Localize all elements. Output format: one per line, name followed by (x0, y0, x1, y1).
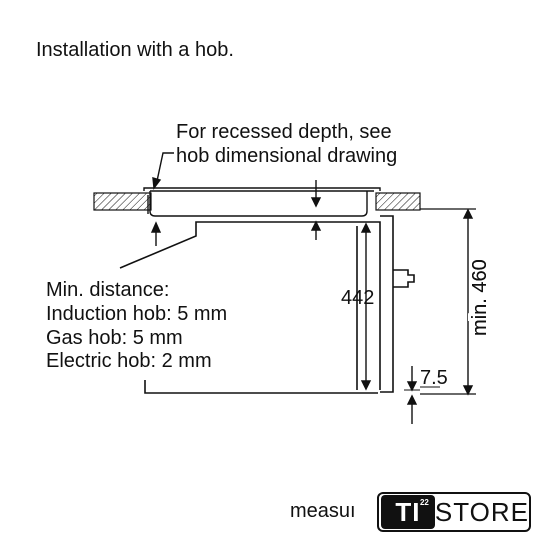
logo-ti-text: TI (395, 496, 421, 527)
logo-superscript: 22 (419, 498, 429, 507)
dimension-442 (360, 222, 372, 391)
hob-depth-arrows (150, 180, 322, 246)
logo-store-text: STORE (434, 496, 529, 527)
dimension-min-460 (462, 208, 474, 396)
diagram-title: Installation with a hob. (36, 39, 234, 61)
worktop-right (375, 192, 421, 211)
dimension-min-460-label: min. 460 (469, 259, 491, 336)
watermark-text: measuı (290, 500, 356, 522)
logo-ti-badge: TI 22 (381, 495, 435, 529)
dimension-442-label: 442 (341, 287, 374, 309)
min-distance-electric: Electric hob: 2 mm (46, 350, 212, 372)
callout-leader (152, 152, 174, 190)
store-logo: TI 22 STORE (377, 492, 531, 532)
min-distance-induction: Induction hob: 5 mm (46, 303, 227, 325)
hob (143, 187, 381, 217)
callout-line-2: hob dimensional drawing (176, 145, 397, 167)
dimension-7-5-label: 7.5 (420, 367, 448, 389)
dimension-min-460-text: min. 460 (469, 259, 491, 336)
reference-lines (420, 208, 476, 395)
min-distance-heading: Min. distance: (46, 279, 169, 301)
worktop-left (93, 192, 152, 211)
dimension-7-5 (404, 366, 440, 424)
oven-body (119, 215, 415, 394)
min-distance-gas: Gas hob: 5 mm (46, 327, 183, 349)
callout-line-1: For recessed depth, see (176, 121, 392, 143)
